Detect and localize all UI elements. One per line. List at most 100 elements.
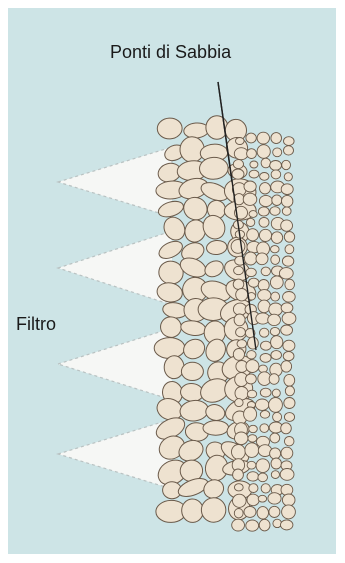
sand-grain (259, 195, 272, 206)
sand-grain (261, 341, 272, 350)
sand-grain (270, 161, 282, 171)
sand-grain (246, 360, 259, 373)
sand-grain (183, 122, 209, 139)
sand-grain (164, 355, 185, 378)
sand-grain (249, 211, 257, 218)
sand-grain (247, 494, 259, 506)
sand-grain (243, 193, 257, 205)
sand-grain (271, 133, 282, 144)
sand-grain (234, 484, 243, 491)
sand-grain (269, 374, 279, 385)
sand-grain (246, 218, 254, 226)
sand-grain (281, 447, 293, 459)
sand-grain (237, 340, 247, 348)
sand-grain (180, 336, 208, 363)
sand-grain (271, 255, 280, 264)
sand-grain (271, 292, 280, 301)
filter-cone (58, 328, 172, 400)
sand-grain (269, 398, 283, 413)
sand-grain (259, 229, 271, 241)
sand-grain (248, 435, 257, 442)
sand-grain (283, 352, 294, 361)
sand-grain (280, 469, 294, 481)
sand-grain (269, 303, 283, 316)
sand-grain (270, 448, 281, 459)
sand-grain (250, 161, 258, 168)
sand-grain (283, 292, 296, 303)
sand-grain (247, 351, 256, 359)
sand-grain (284, 413, 294, 422)
sand-grain (271, 246, 280, 253)
sand-grain (256, 253, 268, 265)
sand-grain (249, 170, 259, 178)
sand-grain (202, 258, 226, 280)
sand-grain (282, 195, 293, 207)
sand-grain (233, 469, 244, 480)
sand-grain (281, 520, 293, 530)
sand-grain (248, 337, 259, 349)
sand-grain (235, 399, 243, 407)
sand-grain (236, 328, 246, 337)
sand-grain (244, 407, 257, 421)
sand-grain (233, 279, 244, 289)
sand-grain (268, 314, 281, 325)
sand-grain (284, 146, 294, 155)
sand-grain (244, 506, 256, 517)
sand-grain (249, 425, 258, 432)
sand-grain (247, 149, 257, 159)
sand-grain (233, 494, 247, 507)
sand-grain (236, 289, 248, 301)
sand-grain (181, 498, 204, 523)
sand-grain (273, 412, 282, 421)
sand-grain (259, 365, 268, 372)
sand-grain (245, 443, 259, 458)
sand-grain (200, 497, 226, 523)
sand-grain (236, 138, 245, 145)
sand-grain (272, 389, 280, 397)
sand-grain (281, 220, 293, 231)
sand-grain (273, 148, 282, 157)
sand-grain (270, 433, 280, 443)
sand-grain (282, 505, 296, 519)
sand-grain (246, 268, 256, 276)
sand-grain (282, 256, 293, 266)
sand-grain (181, 362, 203, 380)
sand-grain (258, 300, 270, 313)
sand-grain (157, 117, 183, 139)
sand-grain (282, 207, 291, 215)
sand-grain (260, 183, 271, 194)
sand-grain (261, 484, 270, 493)
sand-grain (282, 312, 296, 324)
sand-grain (246, 374, 257, 384)
filter-label: Filtro (16, 314, 56, 335)
sand-grain (282, 494, 295, 506)
sand-grain (179, 399, 210, 423)
sand-grain (284, 398, 295, 409)
sand-grain (235, 387, 248, 400)
sand-grain (281, 303, 293, 313)
sand-grain (279, 268, 293, 279)
sand-grain (284, 437, 294, 446)
sand-grain (233, 160, 243, 169)
sand-grain (233, 349, 244, 361)
sand-grain (281, 325, 293, 335)
sand-grain (261, 267, 270, 276)
sand-grain (259, 217, 269, 227)
sand-grain (247, 472, 259, 481)
sand-grain (285, 279, 295, 290)
sand-grain (282, 160, 291, 169)
sand-grain (257, 132, 269, 144)
sand-grain (203, 420, 229, 435)
sand-grain (246, 133, 256, 143)
sand-grain-column (153, 116, 296, 531)
sand-grain (260, 173, 269, 181)
sand-grain (244, 252, 256, 265)
filter-cones (58, 147, 172, 489)
sand-grain (269, 506, 280, 517)
sand-grain (234, 148, 248, 160)
sand-grain (234, 509, 243, 518)
filter-cone (58, 419, 172, 489)
sand-grain (285, 386, 294, 396)
sand-grain (180, 319, 207, 337)
